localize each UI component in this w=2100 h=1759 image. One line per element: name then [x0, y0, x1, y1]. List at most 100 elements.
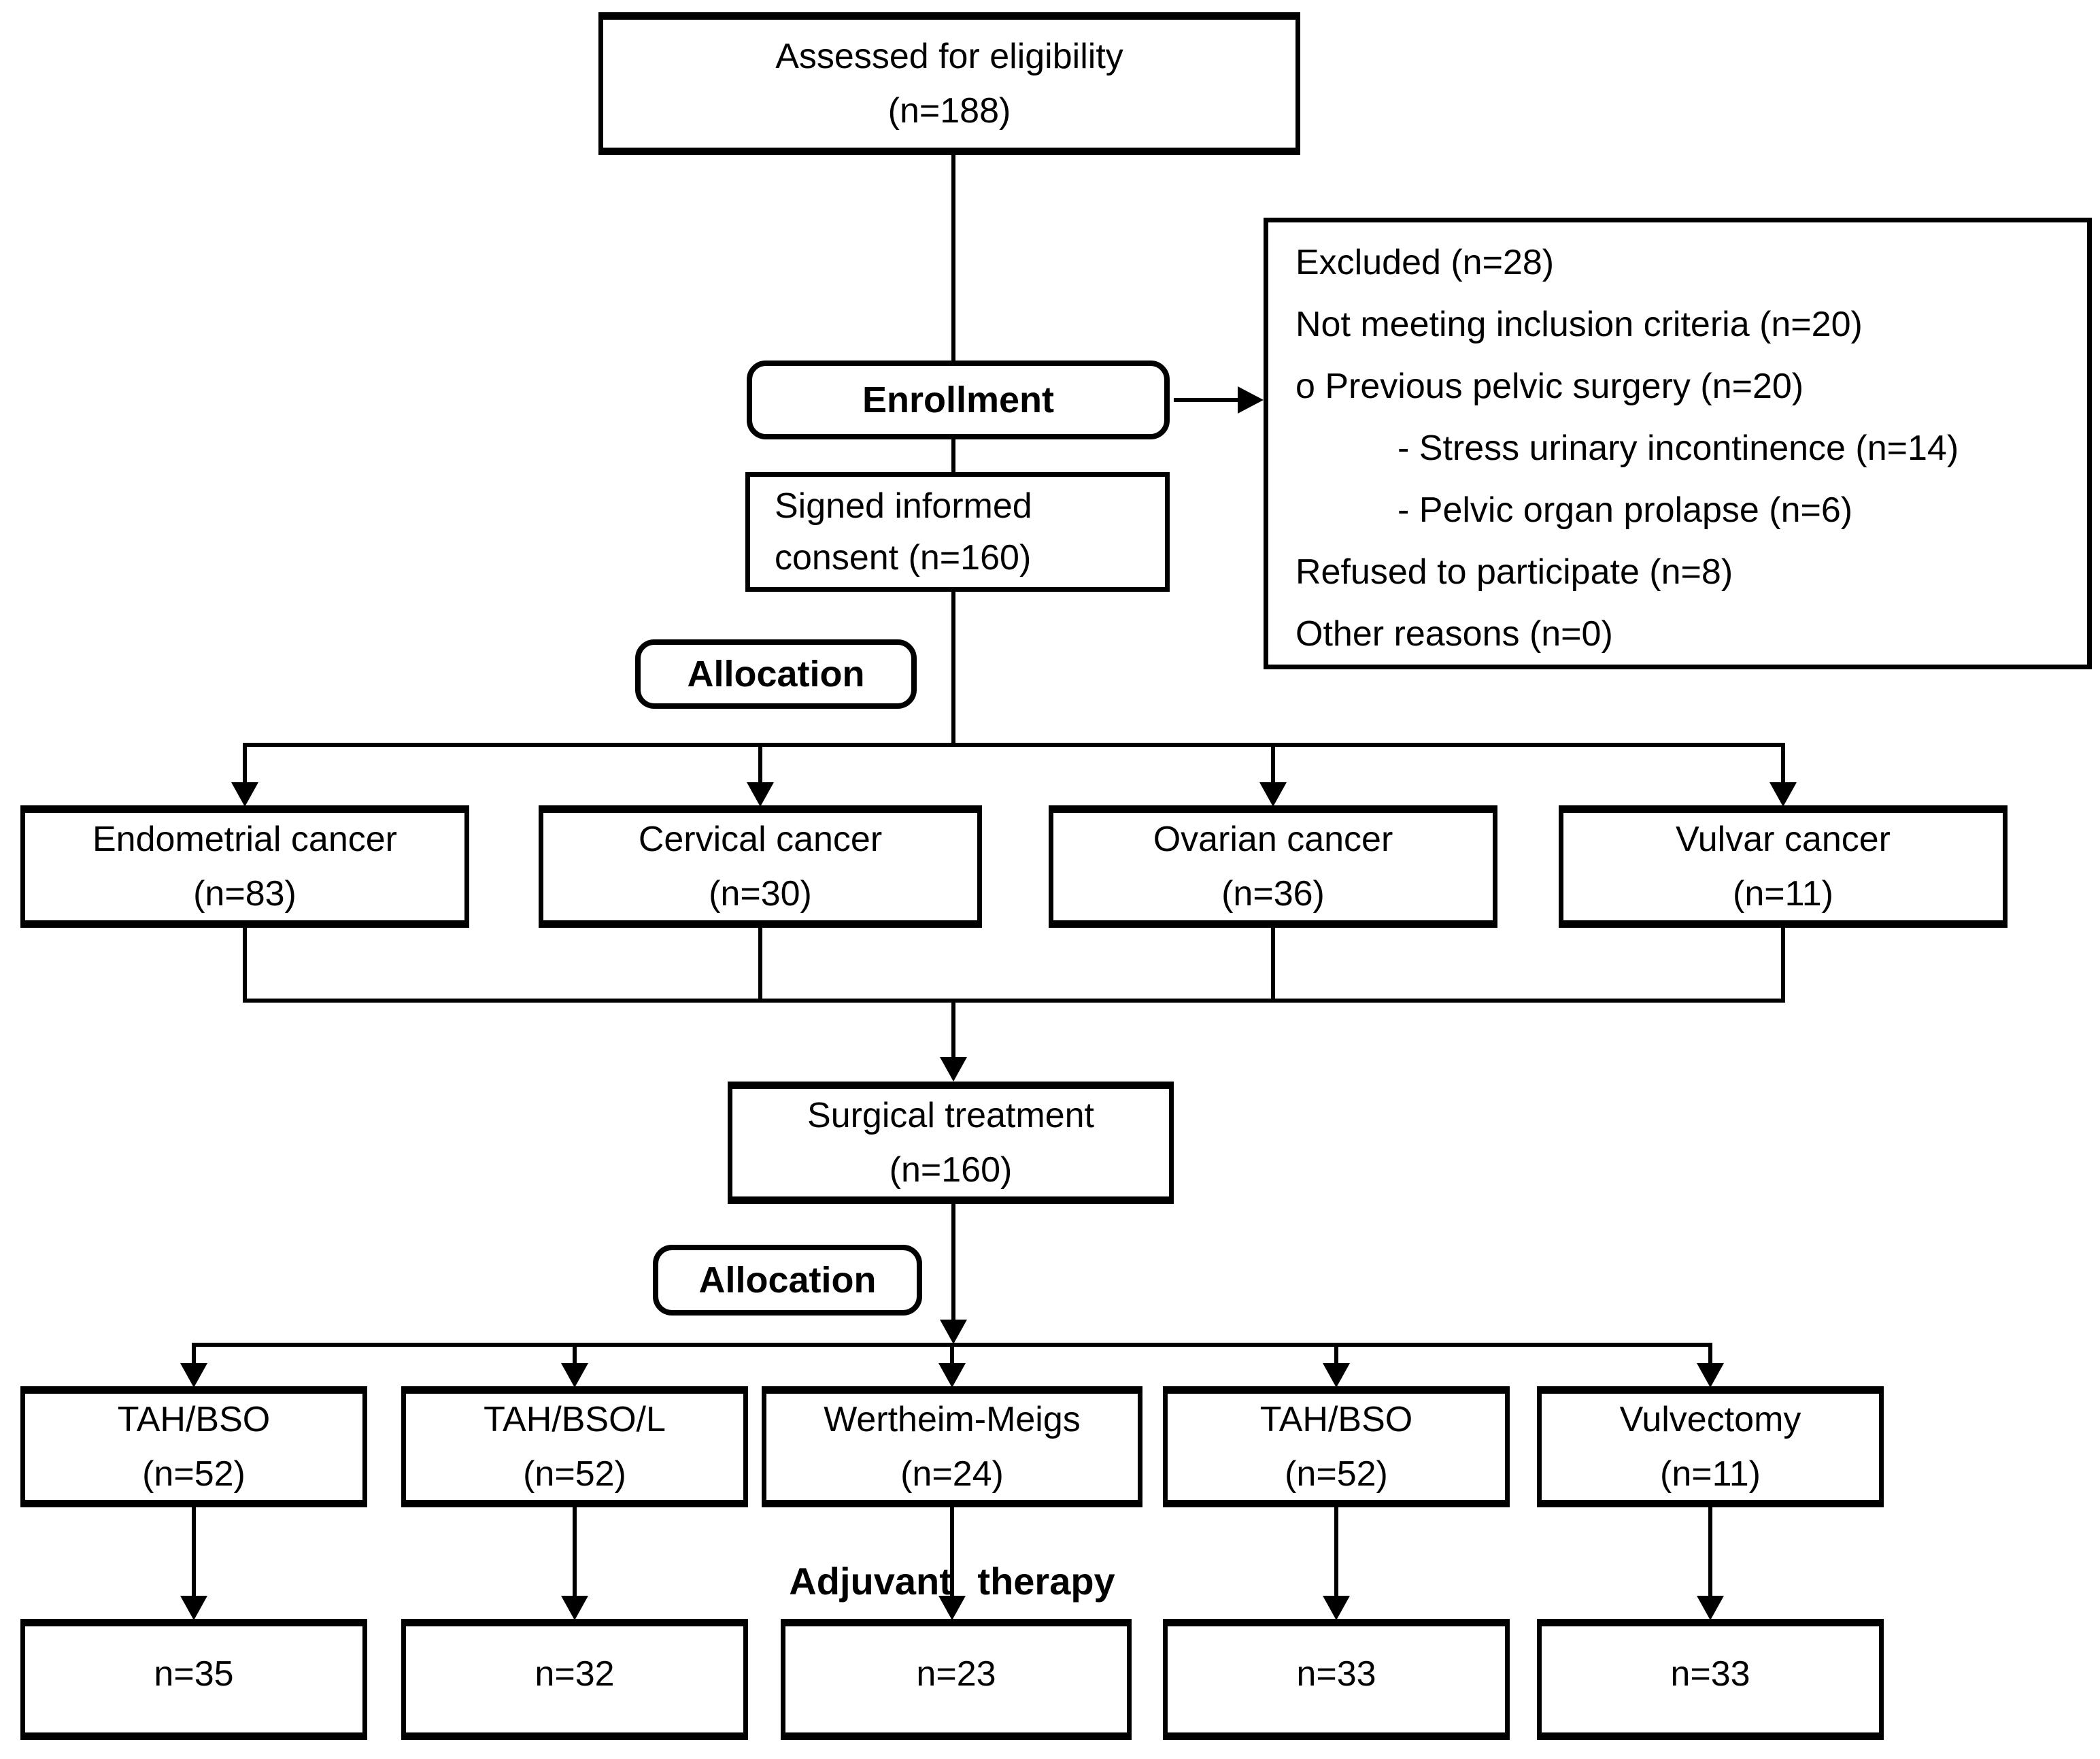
- connector-enrollment-consent: [951, 439, 955, 472]
- arrowhead-down-t5: [1697, 1363, 1724, 1388]
- treatment-title: TAH/BSO/L: [484, 1400, 666, 1439]
- outcome-n: n=23: [916, 1654, 996, 1694]
- excluded-line: - Stress urinary incontinence (n=14): [1398, 429, 1959, 468]
- connector-branch1-c3: [1271, 746, 1275, 784]
- cancer-n: (n=30): [709, 874, 812, 914]
- arrowhead-right-excluded: [1238, 386, 1264, 414]
- arrowhead-down-c4: [1769, 782, 1797, 807]
- branch2-line: [192, 1343, 1712, 1347]
- outcome-box-5: n=33: [1537, 1619, 1884, 1740]
- enrollment-box: Enrollment: [747, 361, 1170, 439]
- connector-assessed-enrollment: [951, 155, 955, 361]
- allocation2-label: Allocation: [698, 1260, 877, 1301]
- arrowhead-down-t2: [561, 1363, 588, 1388]
- allocation1-box: Allocation: [635, 639, 917, 709]
- treatment-title: TAH/BSO: [1259, 1400, 1413, 1439]
- connector-branch2-t1: [192, 1345, 196, 1364]
- arrowhead-down-branch2: [940, 1320, 967, 1344]
- outcome-box-3: n=23: [781, 1619, 1132, 1740]
- connector-branch1-c2: [758, 746, 762, 784]
- cancer-n: (n=36): [1221, 874, 1325, 914]
- connector-t1-o1: [192, 1507, 196, 1597]
- treatment-n: (n=52): [523, 1454, 626, 1494]
- connector-t4-o4: [1334, 1507, 1338, 1597]
- treatment-box-wertheim-meigs: Wertheim-Meigs (n=24): [762, 1386, 1142, 1507]
- connector-branch2-t5: [1708, 1345, 1712, 1364]
- allocation2-box: Allocation: [653, 1245, 922, 1316]
- treatment-title: TAH/BSO: [117, 1400, 271, 1439]
- treatment-box-tahbsol: TAH/BSO/L (n=52): [401, 1386, 748, 1507]
- connector-surgical-branch2: [951, 1204, 955, 1321]
- treatment-title: Vulvectomy: [1619, 1400, 1801, 1439]
- outcome-box-4: n=33: [1163, 1619, 1510, 1740]
- collector-line: [243, 999, 1785, 1003]
- connector-branch2-t3: [950, 1345, 954, 1364]
- surgical-n: (n=160): [889, 1150, 1013, 1190]
- excluded-line: Other reasons (n=0): [1295, 614, 1613, 654]
- connector-branch2-t2: [573, 1345, 577, 1364]
- cancer-box-vulvar: Vulvar cancer (n=11): [1559, 805, 2008, 928]
- cancer-box-endometrial: Endometrial cancer (n=83): [20, 805, 469, 928]
- arrowhead-down-c1: [231, 782, 258, 807]
- arrowhead-down-c3: [1259, 782, 1287, 807]
- arrowhead-down-o1: [180, 1596, 207, 1620]
- connector-c3-collector: [1271, 928, 1275, 1000]
- cancer-box-ovarian: Ovarian cancer (n=36): [1049, 805, 1497, 928]
- connector-t2-o2: [573, 1507, 577, 1597]
- connector-t5-o5: [1708, 1507, 1712, 1597]
- outcome-n: n=33: [1296, 1654, 1376, 1694]
- excluded-line: Not meeting inclusion criteria (n=20): [1295, 305, 1863, 344]
- connector-enrollment-excluded: [1174, 398, 1240, 402]
- assessed-n: (n=188): [887, 91, 1011, 131]
- consent-line2: consent (n=160): [775, 538, 1032, 577]
- treatment-n: (n=52): [1285, 1454, 1388, 1494]
- consent-box: Signed informed consent (n=160): [745, 472, 1170, 592]
- arrowhead-down-surgical: [940, 1057, 967, 1082]
- adjuvant-therapy-label: Adjuvant therapy: [789, 1560, 1115, 1603]
- cancer-title: Ovarian cancer: [1153, 820, 1393, 859]
- cancer-title: Endometrial cancer: [92, 820, 397, 859]
- enrollment-label: Enrollment: [862, 380, 1055, 420]
- treatment-n: (n=52): [142, 1454, 245, 1494]
- surgical-box: Surgical treatment (n=160): [728, 1082, 1174, 1204]
- outcome-n: n=35: [154, 1654, 234, 1694]
- cancer-box-cervical: Cervical cancer (n=30): [539, 805, 982, 928]
- cancer-title: Vulvar cancer: [1676, 820, 1891, 859]
- arrowhead-down-o4: [1323, 1596, 1350, 1620]
- treatment-box-vulvectomy: Vulvectomy (n=11): [1537, 1386, 1884, 1507]
- connector-t3-o3: [950, 1507, 954, 1597]
- treatment-n: (n=24): [900, 1454, 1004, 1494]
- outcome-n: n=33: [1670, 1654, 1750, 1694]
- allocation1-label: Allocation: [687, 654, 865, 694]
- branch1-line: [243, 743, 1785, 747]
- excluded-line: Refused to participate (n=8): [1295, 552, 1733, 592]
- consent-line1: Signed informed: [775, 486, 1032, 526]
- connector-branch2-t4: [1334, 1345, 1338, 1364]
- arrowhead-down-t4: [1323, 1363, 1350, 1388]
- treatment-n: (n=11): [1660, 1454, 1761, 1494]
- excluded-line: o Previous pelvic surgery (n=20): [1295, 367, 1804, 406]
- connector-c1-collector: [243, 928, 247, 1000]
- cancer-n: (n=11): [1733, 874, 1833, 914]
- connector-c4-collector: [1781, 928, 1785, 1000]
- outcome-box-2: n=32: [401, 1619, 748, 1740]
- cancer-n: (n=83): [193, 874, 297, 914]
- arrowhead-down-o5: [1697, 1596, 1724, 1620]
- excluded-box: Excluded (n=28) Not meeting inclusion cr…: [1264, 218, 2092, 669]
- treatment-box-tahbso-1: TAH/BSO (n=52): [20, 1386, 367, 1507]
- arrowhead-down-t3: [938, 1363, 966, 1388]
- outcome-box-1: n=35: [20, 1619, 367, 1740]
- connector-c2-collector: [758, 928, 762, 1000]
- excluded-line: - Pelvic organ prolapse (n=6): [1398, 490, 1853, 530]
- assessed-box: Assessed for eligibility (n=188): [598, 12, 1300, 155]
- cancer-title: Cervical cancer: [638, 820, 883, 859]
- treatment-box-tahbso-2: TAH/BSO (n=52): [1163, 1386, 1510, 1507]
- surgical-title: Surgical treatment: [807, 1096, 1094, 1135]
- assessed-title: Assessed for eligibility: [775, 37, 1123, 76]
- outcome-n: n=32: [535, 1654, 615, 1694]
- treatment-title: Wertheim-Meigs: [824, 1400, 1081, 1439]
- connector-consent-branch1: [951, 592, 955, 744]
- connector-collector-surgical: [951, 1001, 955, 1058]
- arrowhead-down-t1: [180, 1363, 207, 1388]
